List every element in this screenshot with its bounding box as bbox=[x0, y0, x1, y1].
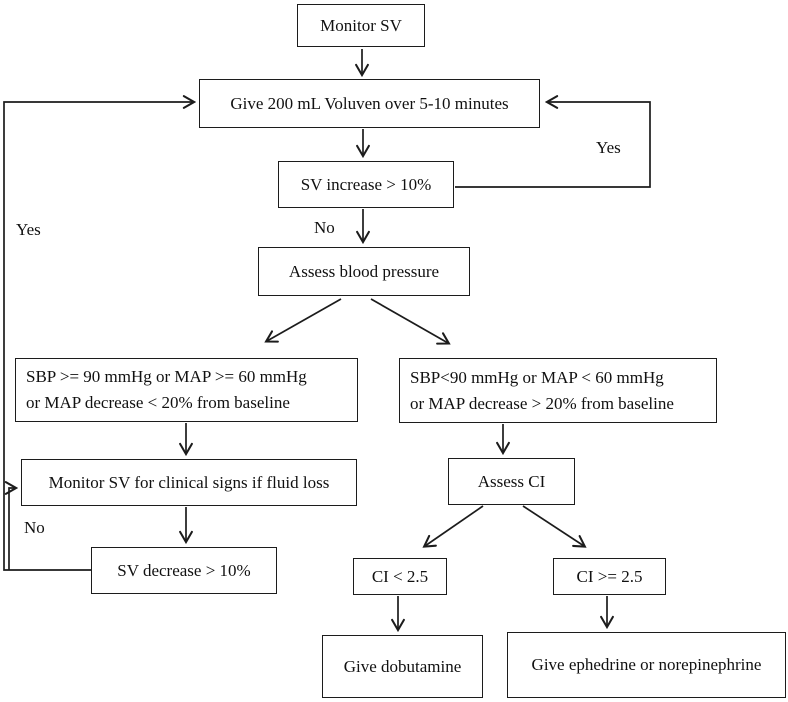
node-ci-below-2-5: CI < 2.5 bbox=[353, 558, 447, 595]
node-ci-at-least-2-5: CI >= 2.5 bbox=[553, 558, 666, 595]
edge-assess-bp-to-bp-low bbox=[370, 298, 451, 345]
node-monitor-sv: Monitor SV bbox=[297, 4, 425, 47]
node-give-dobutamine: Give dobutamine bbox=[322, 635, 483, 698]
edge-label-yes-left: Yes bbox=[16, 220, 41, 239]
edge-label-no-left: No bbox=[24, 518, 45, 537]
node-assess-ci: Assess CI bbox=[448, 458, 575, 505]
edge-sv-decrease-yes-loop bbox=[3, 95, 197, 571]
node-sv-decrease: SV decrease > 10% bbox=[91, 547, 277, 594]
edge-assess-bp-to-bp-ok bbox=[264, 298, 342, 343]
node-monitor-sv-clinical-signs: Monitor SV for clinical signs if fluid l… bbox=[21, 459, 357, 506]
node-bp-low-line1: SBP<90 mmHg or MAP < 60 mmHg bbox=[410, 367, 664, 387]
edge-assess-ci-to-ci-low bbox=[422, 505, 484, 548]
node-bp-adequate-line1: SBP >= 90 mmHg or MAP >= 60 mmHg bbox=[26, 367, 307, 386]
node-bp-adequate: SBP >= 90 mmHg or MAP >= 60 mmHg or MAP … bbox=[15, 358, 358, 422]
node-sv-increase: SV increase > 10% bbox=[278, 161, 454, 208]
node-give-ephedrine-or-norepinephrine: Give ephedrine or norepinephrine bbox=[507, 632, 786, 698]
edge-assess-ci-to-ci-high bbox=[522, 505, 587, 548]
node-bp-low: SBP<90 mmHg or MAP < 60 mmHg or MAP decr… bbox=[399, 358, 717, 423]
edge-sv-increase-yes-loop bbox=[455, 95, 651, 188]
edge-sv-decrease-no-loop bbox=[4, 481, 19, 570]
node-bp-low-line2: or MAP decrease > 20% from baseline bbox=[410, 393, 674, 413]
edge-label-no-center: No bbox=[314, 218, 335, 237]
node-give-voluven: Give 200 mL Voluven over 5-10 minutes bbox=[199, 79, 540, 128]
node-bp-adequate-line2: or MAP decrease < 20% from baseline bbox=[26, 393, 290, 412]
node-assess-blood-pressure: Assess blood pressure bbox=[258, 247, 470, 296]
edge-label-yes-right: Yes bbox=[596, 138, 621, 157]
